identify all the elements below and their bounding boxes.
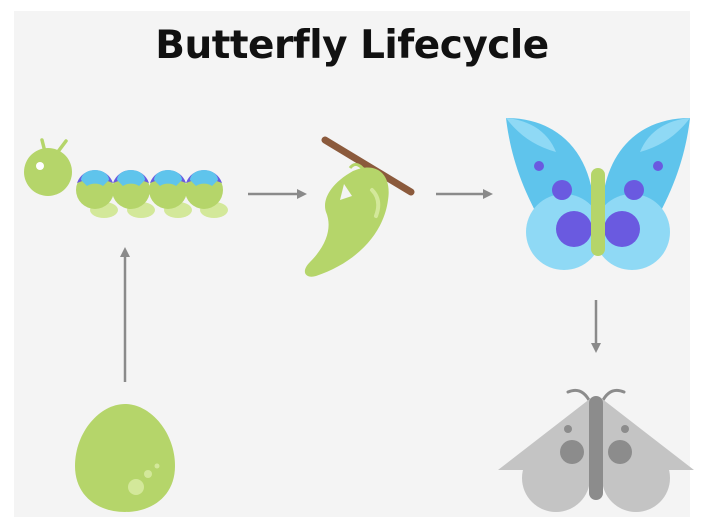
moth-icon (498, 390, 694, 512)
caterpillar-icon (24, 140, 228, 218)
chrysalis-icon (305, 140, 411, 277)
egg-icon (75, 404, 175, 512)
butterfly-icon (506, 118, 690, 270)
